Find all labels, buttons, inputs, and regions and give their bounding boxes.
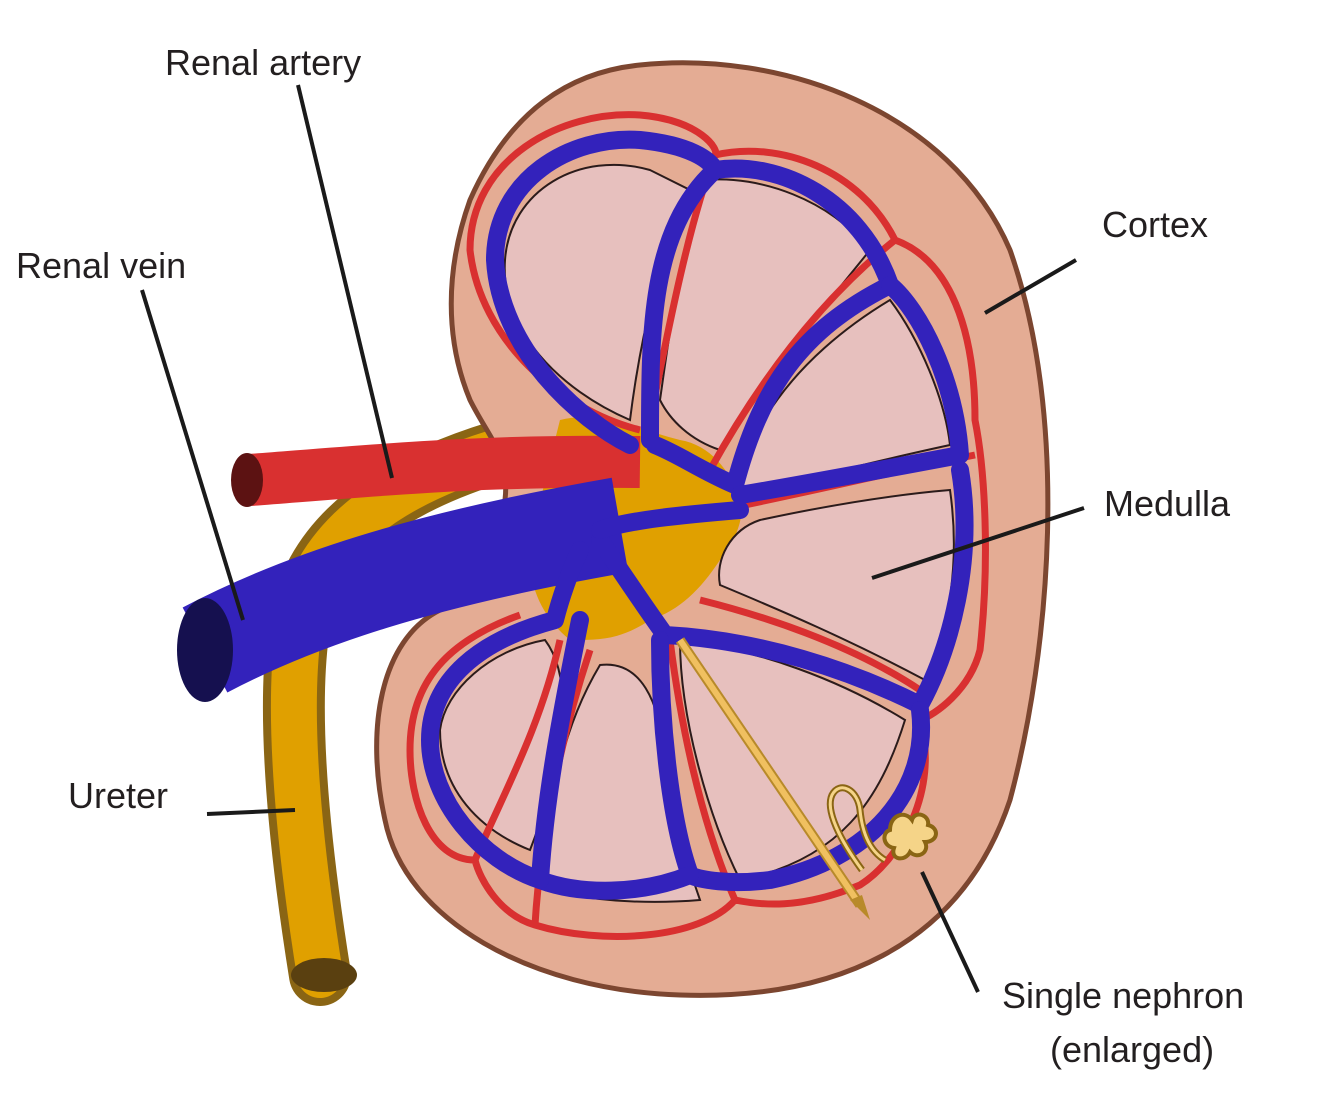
labels: Renal artery Renal vein Cortex Medulla U… <box>16 42 1244 1070</box>
venous-network <box>421 130 974 900</box>
renal-artery <box>231 435 641 507</box>
renal-vein-end <box>177 598 233 702</box>
nephron-glomerulus <box>882 812 938 861</box>
label-renal-vein: Renal vein <box>16 245 186 286</box>
single-nephron <box>675 637 938 920</box>
leader-renal-vein <box>140 289 245 621</box>
label-renal-artery: Renal artery <box>165 42 361 83</box>
label-single-nephron-line2: (enlarged) <box>1050 1029 1214 1070</box>
renal-artery-end <box>231 453 263 507</box>
label-ureter: Ureter <box>68 775 168 816</box>
leader-cortex <box>983 258 1078 315</box>
label-medulla: Medulla <box>1104 483 1231 524</box>
leader-medulla <box>871 506 1085 580</box>
leader-ureter <box>206 808 296 816</box>
pyramid-5 <box>678 638 907 882</box>
label-cortex: Cortex <box>1102 204 1208 245</box>
label-single-nephron-line1: Single nephron <box>1002 975 1244 1016</box>
leader-renal-artery <box>296 84 394 479</box>
leader-lines <box>140 84 1085 993</box>
renal-vein <box>177 477 629 702</box>
leader-single-nephron <box>920 871 980 993</box>
ureter-end <box>291 958 357 992</box>
